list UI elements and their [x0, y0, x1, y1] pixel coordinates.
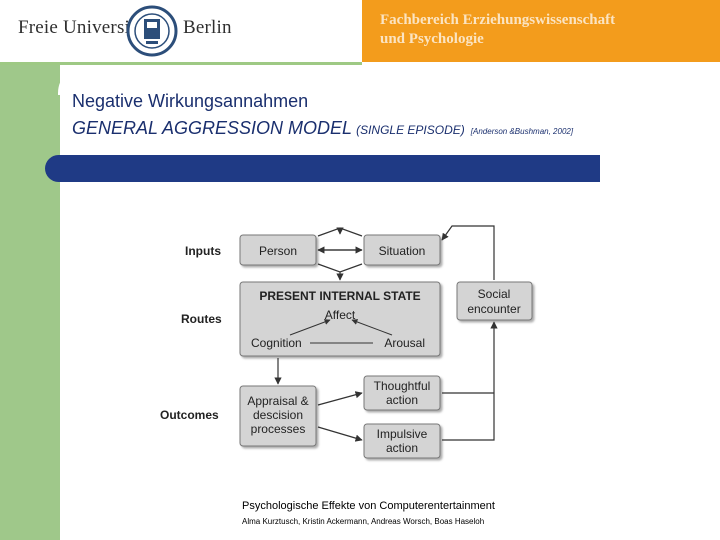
situation-label: Situation	[379, 244, 426, 258]
impulsive-action-line-1: Impulsive	[377, 427, 428, 441]
appraisal-line-3: processes	[251, 422, 306, 436]
person-label: Person	[259, 244, 297, 258]
subtitle-episode: (SINGLE EPISODE)	[356, 123, 465, 137]
department-line-2: und Psychologie	[380, 31, 484, 47]
arrow-actions-to-social-encounter	[442, 321, 498, 441]
arousal-label: Arousal	[384, 336, 425, 350]
department-banner	[362, 0, 720, 62]
appraisal-box: Appraisal & descision processes	[239, 385, 317, 447]
thoughtful-action-box: Thoughtful action	[363, 375, 441, 411]
impulsive-action-line-2: action	[386, 441, 418, 455]
link-arousal-affect	[351, 319, 393, 336]
appraisal-line-2: descision	[253, 408, 303, 422]
row-label-outcomes: Outcomes	[160, 408, 219, 422]
present-internal-state-box: PRESENT INTERNAL STATE Affect Cognition …	[239, 281, 441, 357]
department-line-1: Fachbereich Erziehungswissenschaft	[380, 12, 616, 28]
arrow-appraisal-to-thoughtful	[317, 391, 363, 406]
situation-box: Situation	[363, 234, 441, 266]
thoughtful-action-line-2: action	[386, 393, 418, 407]
social-encounter-line-1: Social	[478, 287, 511, 301]
university-name-left: Freie Universität	[18, 17, 150, 38]
arrow-inputs-merge-bottom	[317, 263, 363, 273]
social-encounter-box: Social encounter	[456, 281, 533, 321]
arrow-appraisal-to-impulsive	[317, 426, 363, 442]
appraisal-line-1: Appraisal &	[247, 394, 308, 408]
social-encounter-line-2: encounter	[467, 302, 520, 316]
university-seal-icon	[126, 5, 178, 57]
footer-title: Psychologische Effekte von Computerenter…	[242, 500, 495, 512]
present-internal-state-title: PRESENT INTERNAL STATE	[259, 289, 420, 303]
general-aggression-model-diagram: Inputs Routes Outcomes Person Situation …	[160, 225, 533, 459]
citation: [Anderson &Bushman, 2002]	[470, 127, 574, 136]
affect-label: Affect	[325, 308, 356, 322]
slide-title: Negative Wirkungsannahmen	[72, 91, 309, 111]
subtitle-main: GENERAL AGGRESSION MODEL	[72, 118, 353, 138]
green-side-band	[0, 65, 60, 540]
cognition-label: Cognition	[251, 336, 302, 350]
row-label-routes: Routes	[181, 312, 222, 326]
university-name-right: Berlin	[183, 17, 232, 38]
thoughtful-action-line-1: Thoughtful	[374, 379, 431, 393]
header-logo-area: Freie Universität Berlin	[0, 0, 362, 65]
arrow-social-encounter-to-situation	[441, 225, 495, 280]
row-label-inputs: Inputs	[185, 244, 221, 258]
impulsive-action-box: Impulsive action	[363, 423, 441, 459]
slide-subtitle: GENERAL AGGRESSION MODEL(SINGLE EPISODE)…	[72, 118, 573, 139]
person-box: Person	[239, 234, 317, 266]
link-cognition-affect	[289, 319, 331, 336]
footer-authors: Alma Kurztusch, Kristin Ackermann, Andre…	[242, 517, 485, 526]
title-divider-bar	[45, 155, 600, 182]
